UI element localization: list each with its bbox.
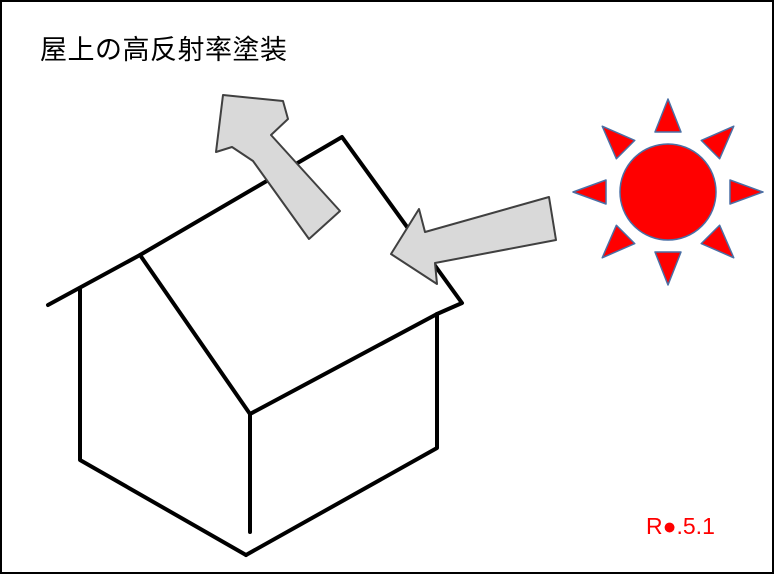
roof-ridge bbox=[138, 135, 464, 316]
sun-icon bbox=[572, 98, 764, 286]
sun-ray bbox=[654, 98, 682, 133]
diagram-title: 屋上の高反射率塗装 bbox=[40, 35, 288, 66]
sun-disc bbox=[619, 143, 717, 241]
roof-eave bbox=[248, 312, 439, 416]
sun-ray bbox=[700, 125, 735, 160]
left-wall bbox=[78, 287, 248, 557]
sun-ray bbox=[601, 125, 636, 160]
incoming-arrow bbox=[390, 196, 557, 285]
sun-ray bbox=[654, 251, 682, 286]
arrow-down-left-icon bbox=[390, 196, 557, 285]
date-label: R●.5.1 bbox=[646, 513, 715, 539]
arrow-up-left-icon bbox=[215, 94, 341, 240]
sun-ray bbox=[601, 224, 636, 259]
house-icon bbox=[46, 135, 464, 557]
sun-ray bbox=[729, 179, 764, 205]
reflected-arrow bbox=[215, 94, 341, 240]
sun-ray bbox=[700, 224, 735, 259]
right-wall bbox=[244, 312, 439, 557]
sun-ray bbox=[572, 179, 607, 205]
